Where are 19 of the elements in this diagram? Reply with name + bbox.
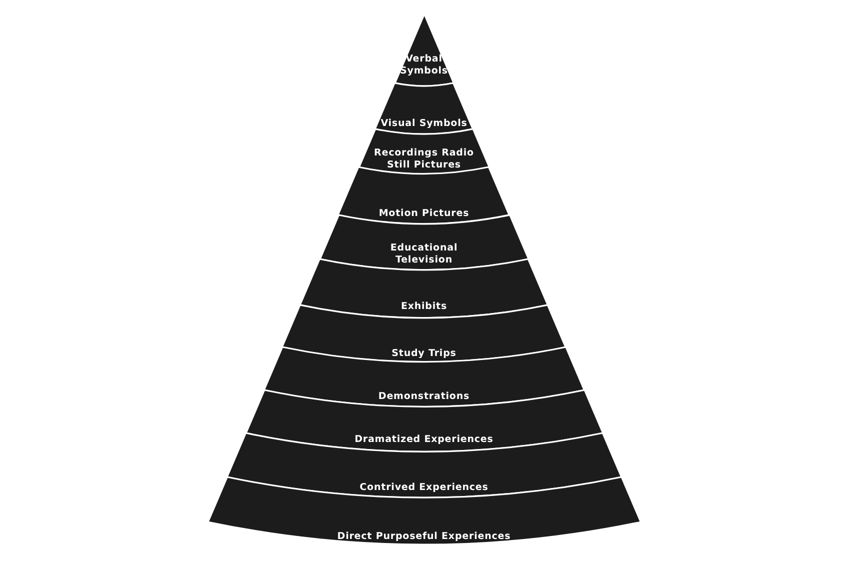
cone-band [262,347,586,408]
band-label: Motion Pictures [378,208,470,220]
cone-band [374,82,474,135]
cone-band [226,433,622,499]
band-label: Exhibits [400,300,448,313]
band-label: Demonstrations [378,390,470,403]
cone-band [244,390,604,453]
band-label: Educational Television [389,242,459,266]
band-label: Recordings Radio Still Pictures [373,147,475,172]
band-label: Dramatized Experiences [354,434,494,446]
cone-band [337,167,511,225]
band-label: Direct Purposeful Experiences [337,530,511,543]
band-label: Visual Symbols [380,118,468,130]
band-label: Study Trips [392,348,456,360]
cone-band [206,477,642,546]
band-label: Contrived Experiences [360,482,488,494]
band-label: Verbal Symbols [399,54,449,78]
cone-band [394,14,454,87]
cone-band [318,215,530,271]
